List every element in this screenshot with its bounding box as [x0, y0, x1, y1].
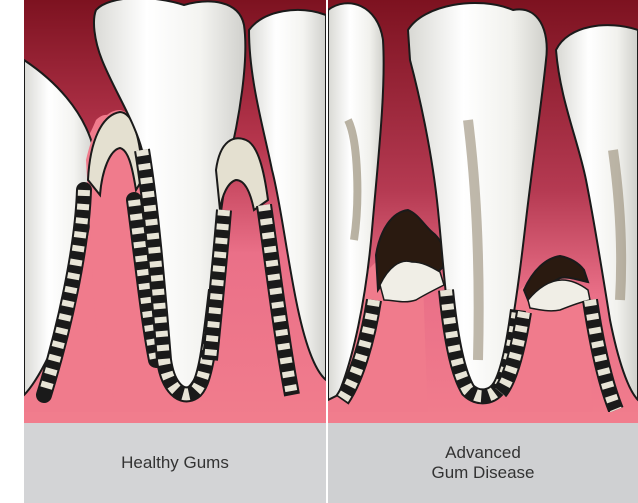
- caption-healthy-gums-text: Healthy Gums: [121, 453, 229, 473]
- gum-disease-illustration: [328, 0, 638, 423]
- caption-gum-disease-line2: Gum Disease: [432, 463, 535, 483]
- caption-gum-disease: Advanced Gum Disease: [328, 423, 638, 503]
- caption-healthy-gums: Healthy Gums: [24, 423, 326, 503]
- caption-gum-disease-line1: Advanced: [432, 443, 535, 463]
- healthy-gums-illustration: [24, 0, 326, 423]
